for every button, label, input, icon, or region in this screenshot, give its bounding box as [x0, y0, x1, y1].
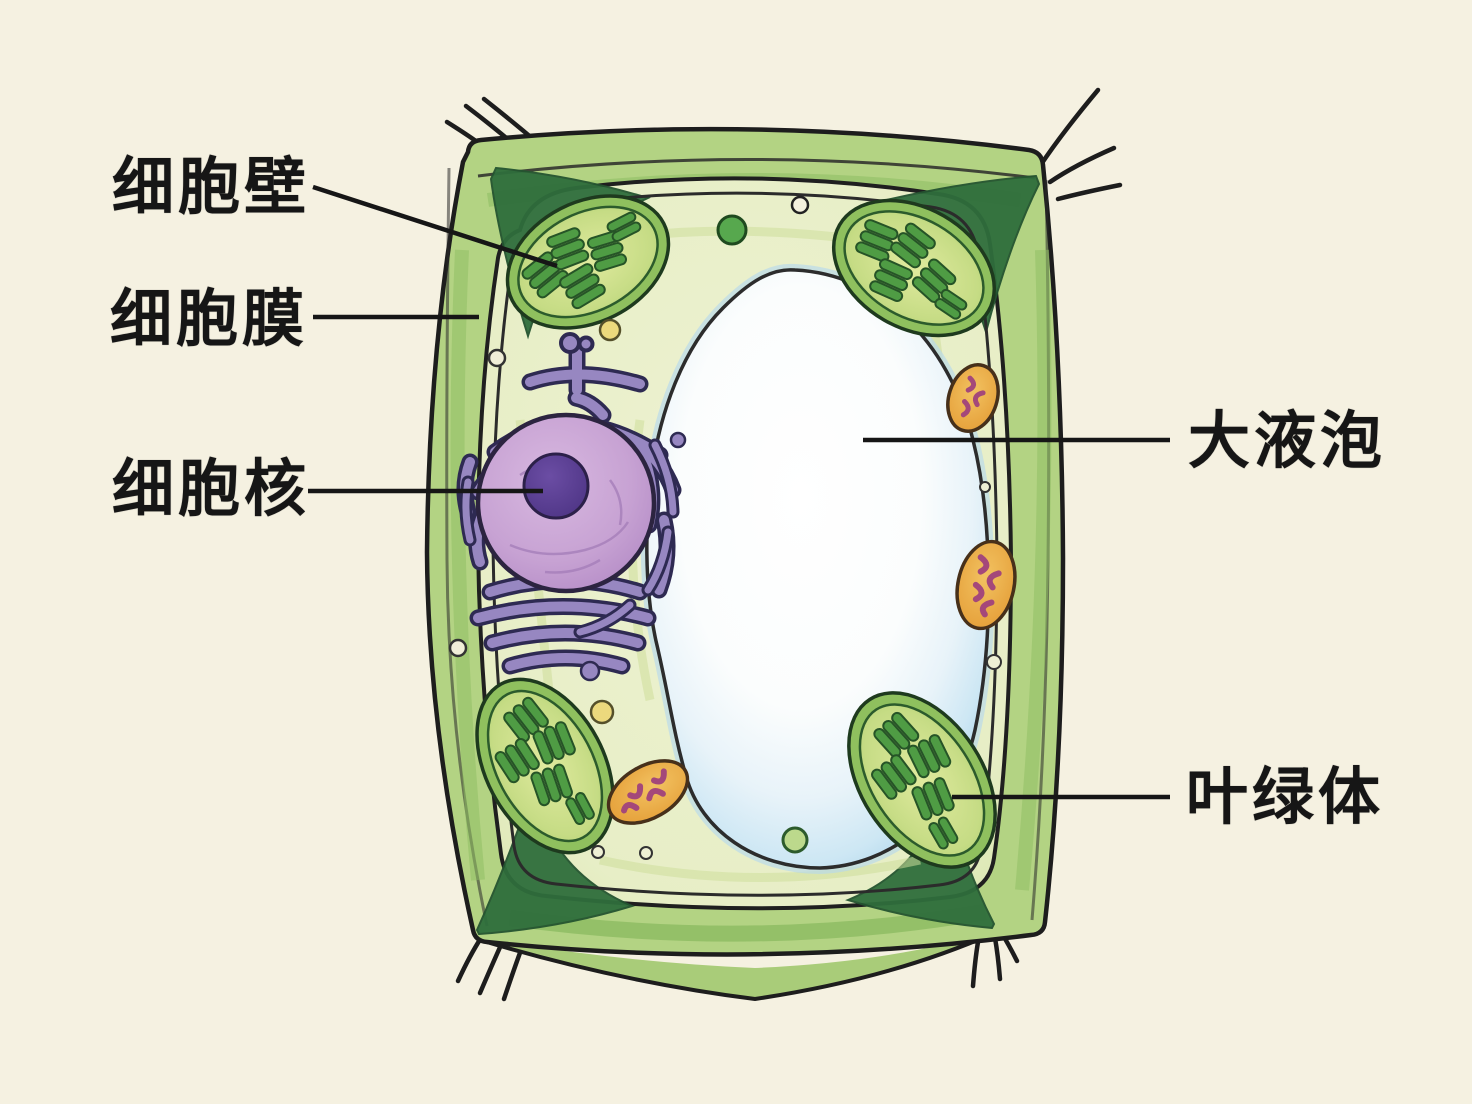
label-nucleus: 细胞核	[112, 456, 311, 524]
white-vesicle	[639, 846, 653, 860]
leader-line-cell-wall	[312, 184, 558, 269]
white-vesicle	[448, 638, 468, 658]
label-chloroplast: 叶绿体	[1186, 764, 1385, 832]
nucleus	[459, 412, 680, 639]
cell-wall-corner-prongs	[444, 87, 1123, 1002]
white-vesicle	[487, 348, 507, 368]
white-vesicle	[790, 195, 810, 215]
white-vesicle	[986, 654, 1002, 670]
nucleolus	[522, 452, 590, 520]
label-vacuole: 大液泡	[1188, 408, 1387, 476]
chloroplast-top-left	[505, 194, 671, 330]
yellow-vesicle	[598, 318, 622, 342]
chloroplast-bottom-right	[847, 691, 997, 869]
purple-vesicle	[579, 660, 601, 682]
purple-vesicle	[669, 431, 687, 449]
white-vesicle	[979, 481, 991, 493]
green-vesicle	[781, 826, 809, 854]
chloroplast-bottom-left	[475, 677, 615, 855]
vesicle-dots	[448, 195, 1002, 860]
label-cell-wall: 细胞壁	[112, 154, 311, 222]
mitochondrion-right-upper	[946, 363, 1000, 433]
yellow-vesicle	[589, 699, 615, 725]
label-cell-membrane: 细胞膜	[110, 286, 309, 354]
mitochondrion-bottom	[606, 759, 690, 825]
white-vesicle	[591, 845, 605, 859]
green-vesicle	[716, 214, 748, 246]
leader-lines	[308, 184, 1170, 800]
chloroplast-top-right	[831, 198, 997, 338]
mitochondrion-right-lower	[955, 539, 1017, 631]
